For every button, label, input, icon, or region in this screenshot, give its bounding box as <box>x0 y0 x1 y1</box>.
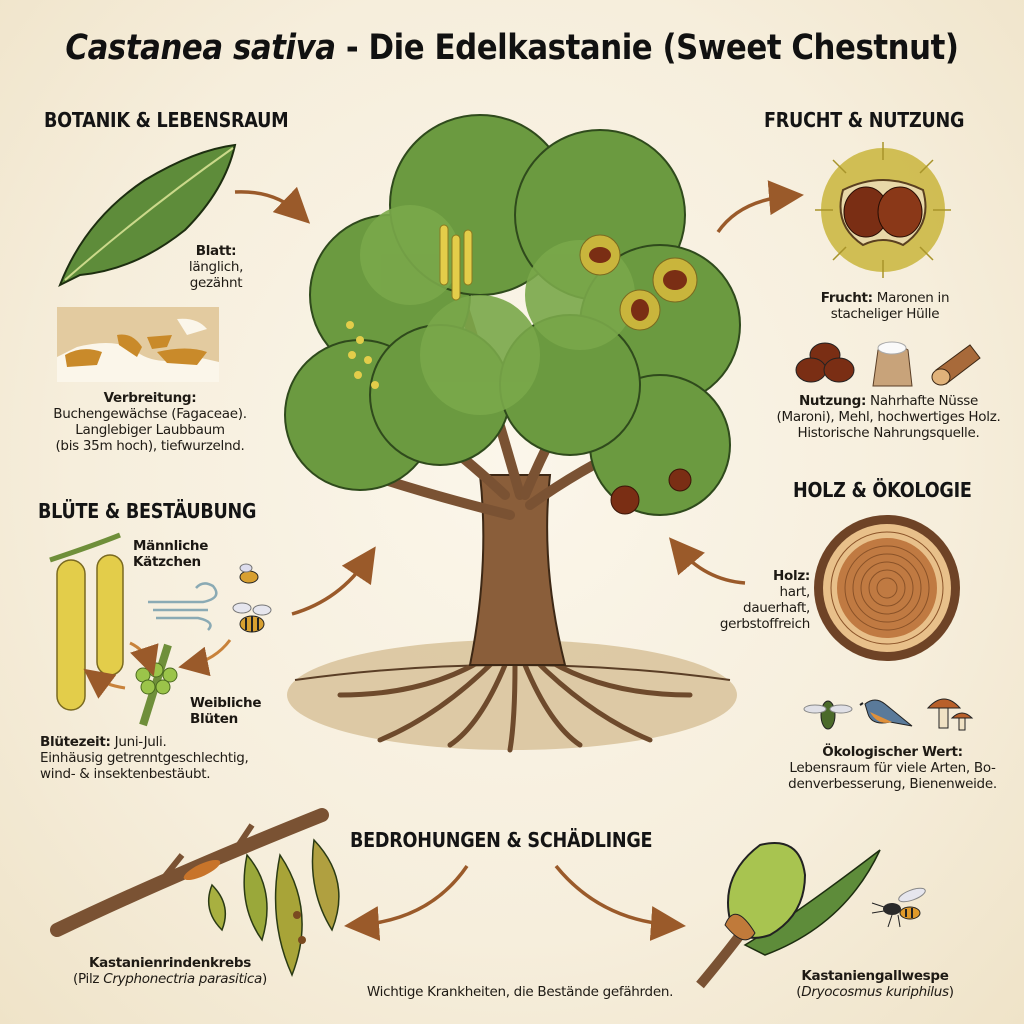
threat-2-text: Kastaniengallwespe (Dryocosmus kuriphilu… <box>770 968 980 1000</box>
threat-2-prefix: ( <box>796 984 802 1000</box>
title-common-name: Die Edelkastanie (Sweet Chestnut) <box>368 28 959 68</box>
heading-frucht: FRUCHT & NUTZUNG <box>764 108 965 132</box>
ecology-value-line-1: Lebensraum für viele Arten, Bo- <box>789 760 996 776</box>
heading-bluete: BLÜTE & BESTÄUBUNG <box>38 499 257 523</box>
leaf-label: Blatt: <box>195 243 237 259</box>
tree-chestnut-husks <box>579 234 698 515</box>
flowering-time-value: Juni-Juli. <box>110 734 167 750</box>
female-flower-label: Weibliche Blüten <box>190 695 261 727</box>
beetle-icon <box>803 700 853 730</box>
use-text: Nutzung: Nahrhafte Nüsse (Maroni), Mehl,… <box>766 393 1011 441</box>
bee-icon <box>239 563 259 584</box>
bee-icon <box>232 602 272 633</box>
page-title: Castanea sativa - Die Edelkastanie (Swee… <box>61 28 962 68</box>
trunk <box>468 474 567 666</box>
leaf-icon <box>58 143 237 288</box>
wood-value-line-2: dauerhaft, <box>743 600 810 616</box>
arrow-threat-right <box>554 864 686 941</box>
use-value-line-1: Nahrhafte Nüsse <box>866 393 979 409</box>
arrow-tree-to-frucht <box>716 180 804 233</box>
mushroom-icon <box>926 698 974 731</box>
chestnut-tree-illustration <box>284 114 741 753</box>
distribution-line-2: Langlebiger Laubbaum <box>75 422 225 438</box>
flour-sack-icon <box>872 341 913 387</box>
fruit-label: Frucht: <box>820 290 873 306</box>
distribution-text: Verbreitung: Buchengewächse (Fagaceae). … <box>20 390 280 454</box>
wood-text: Holz: hart, dauerhaft, gerbstoffreich <box>700 568 810 632</box>
wind-icon <box>148 582 218 631</box>
gall-wasp-icon <box>871 887 926 928</box>
distribution-line-3: (bis 35m hoch), tiefwurzelnd. <box>55 438 245 454</box>
heading-holz: HOLZ & ÖKOLOGIE <box>793 478 972 502</box>
male-label-line-1: Männliche <box>133 538 209 554</box>
soil-mound <box>287 640 737 750</box>
arrow-holz-to-tree <box>668 537 746 585</box>
wood-cross-section-icon <box>814 515 960 661</box>
male-label-line-2: Kätzchen <box>133 554 201 570</box>
leaf-description: Blatt: länglich, gezähnt <box>176 243 256 291</box>
catkin-icon <box>49 532 124 711</box>
wood-value-line-1: hart, <box>779 584 811 600</box>
fruit-value-line-2: stacheliger Hülle <box>830 306 940 322</box>
male-flower-label: Männliche Kätzchen <box>133 538 208 570</box>
fruit-text: Frucht: Maronen in stacheliger Hülle <box>790 290 980 322</box>
heading-botanik: BOTANIK & LEBENSRAUM <box>44 108 289 132</box>
flowering-desc-line-1: Einhäusig getrenntgeschlechtig, <box>40 750 249 766</box>
title-scientific-name: Castanea sativa <box>65 28 336 68</box>
spiny-husk-icon <box>815 142 951 278</box>
arrow-botanik-to-tree <box>234 186 311 224</box>
chestnuts-icon <box>795 342 855 383</box>
flowering-desc-line-2: wind- & insektenbestäubt. <box>40 766 211 782</box>
ecology-value-line-2: denverbesserung, Bienenweide. <box>788 776 997 792</box>
use-value-line-2: (Maroni), Mehl, hochwertiges Holz. <box>776 409 1001 425</box>
tree-flower-cluster <box>346 321 379 389</box>
title-separator: - <box>335 28 369 68</box>
log-icon <box>931 344 981 386</box>
threat-2-name: Kastaniengallwespe <box>801 968 949 984</box>
tree-catkins <box>439 224 473 301</box>
female-label-line-1: Weibliche <box>190 695 262 711</box>
threat-1-prefix: (Pilz <box>73 971 104 987</box>
ecology-label: Ökologischer Wert: <box>822 744 963 760</box>
threat-2-suffix: ) <box>948 984 954 1000</box>
heading-bedrohungen: BEDROHUNGEN & SCHÄDLINGE <box>350 828 653 852</box>
threat-summary: Wichtige Krankheiten, die Bestände gefäh… <box>366 984 674 1000</box>
gall-bud-icon <box>696 842 881 989</box>
leaf-desc-line-1: länglich, <box>188 259 244 275</box>
use-label: Nutzung: <box>798 393 867 409</box>
wood-value-line-3: gerbstoffreich <box>719 616 810 632</box>
distribution-line-1: Buchengewächse (Fagaceae). <box>53 406 247 422</box>
use-value-line-3: Historische Nahrungsquelle. <box>797 425 980 441</box>
mediterranean-distribution-map-icon <box>57 307 219 382</box>
threat-1-scientific: Cryphonectria parasitica <box>103 971 263 987</box>
threat-1-text: Kastanienrindenkrebs (Pilz Cryphonectria… <box>40 955 300 987</box>
fruit-value-line-1: Maronen in <box>872 290 950 306</box>
pollination-arrows <box>83 639 232 699</box>
threat-1-name: Kastanienrindenkrebs <box>89 955 251 971</box>
female-label-line-2: Blüten <box>190 711 238 727</box>
flowering-time-label: Blütezeit: <box>40 734 111 750</box>
diseased-branch-icon <box>50 808 340 977</box>
flowering-text: Blütezeit: Juni-Juli. Einhäusig getrennt… <box>40 734 300 782</box>
leaf-desc-line-2: gezähnt <box>189 275 243 291</box>
arrow-threat-left <box>344 865 469 941</box>
ecology-text: Ökologischer Wert: Lebensraum für viele … <box>770 744 1015 792</box>
threat-1-suffix: ) <box>262 971 267 987</box>
bird-icon <box>859 699 913 727</box>
arrow-bluete-to-tree <box>291 546 376 616</box>
wood-label: Holz: <box>773 568 810 584</box>
threat-2-scientific: Dryocosmus kuriphilus <box>801 984 949 1000</box>
distribution-label: Verbreitung: <box>103 390 197 406</box>
